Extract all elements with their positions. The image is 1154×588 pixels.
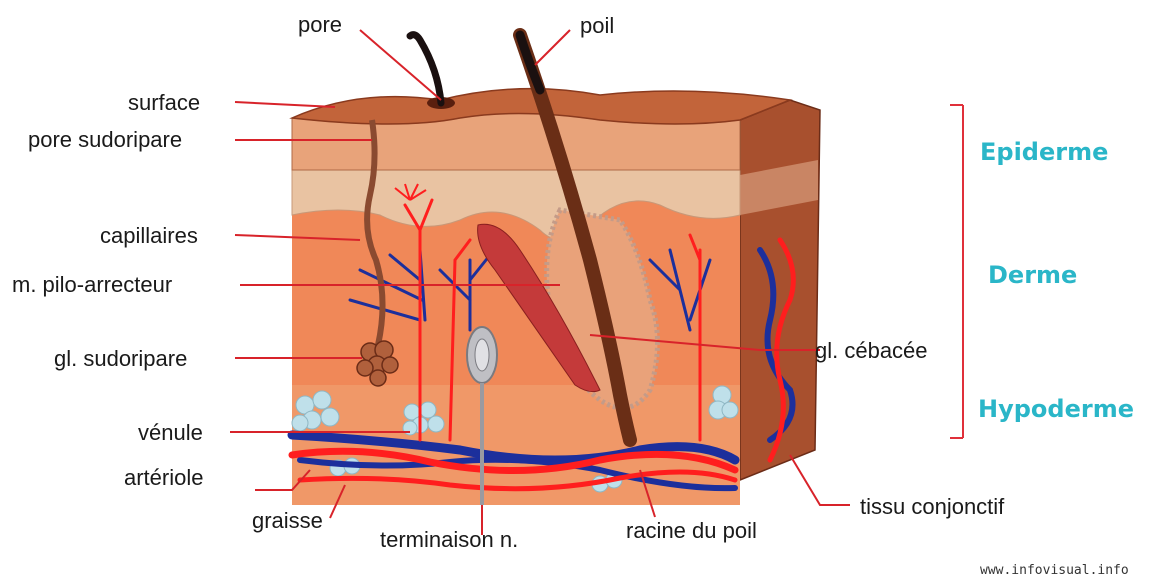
label-surface: surface xyxy=(128,92,200,114)
layer-hypoderme: Hypoderme xyxy=(978,397,1134,421)
label-pore: pore xyxy=(298,14,342,36)
label-racine: racine du poil xyxy=(626,520,757,542)
label-pore-sudoripare: pore sudoripare xyxy=(28,129,182,151)
label-pilo-arrecteur: m. pilo-arrecteur xyxy=(12,274,172,296)
layer-derme: Derme xyxy=(988,263,1077,287)
label-tissu-conjonctif: tissu conjonctif xyxy=(860,496,1004,518)
layer-bracket xyxy=(950,105,963,438)
short-hair xyxy=(410,35,441,103)
label-capillaires: capillaires xyxy=(100,225,198,247)
label-gl-cebacee: gl. cébacée xyxy=(815,340,928,362)
credit-watermark: www.infovisual.info xyxy=(980,563,1129,578)
label-terminaison: terminaison n. xyxy=(380,529,518,551)
label-venule: vénule xyxy=(138,422,203,444)
label-arteriole: artériole xyxy=(124,467,203,489)
label-gl-sudoripare: gl. sudoripare xyxy=(54,348,187,370)
layer-epiderme: Epiderme xyxy=(980,140,1108,164)
label-poil: poil xyxy=(580,15,614,37)
nerve-corpuscle-core xyxy=(475,339,489,371)
label-graisse: graisse xyxy=(252,510,323,532)
